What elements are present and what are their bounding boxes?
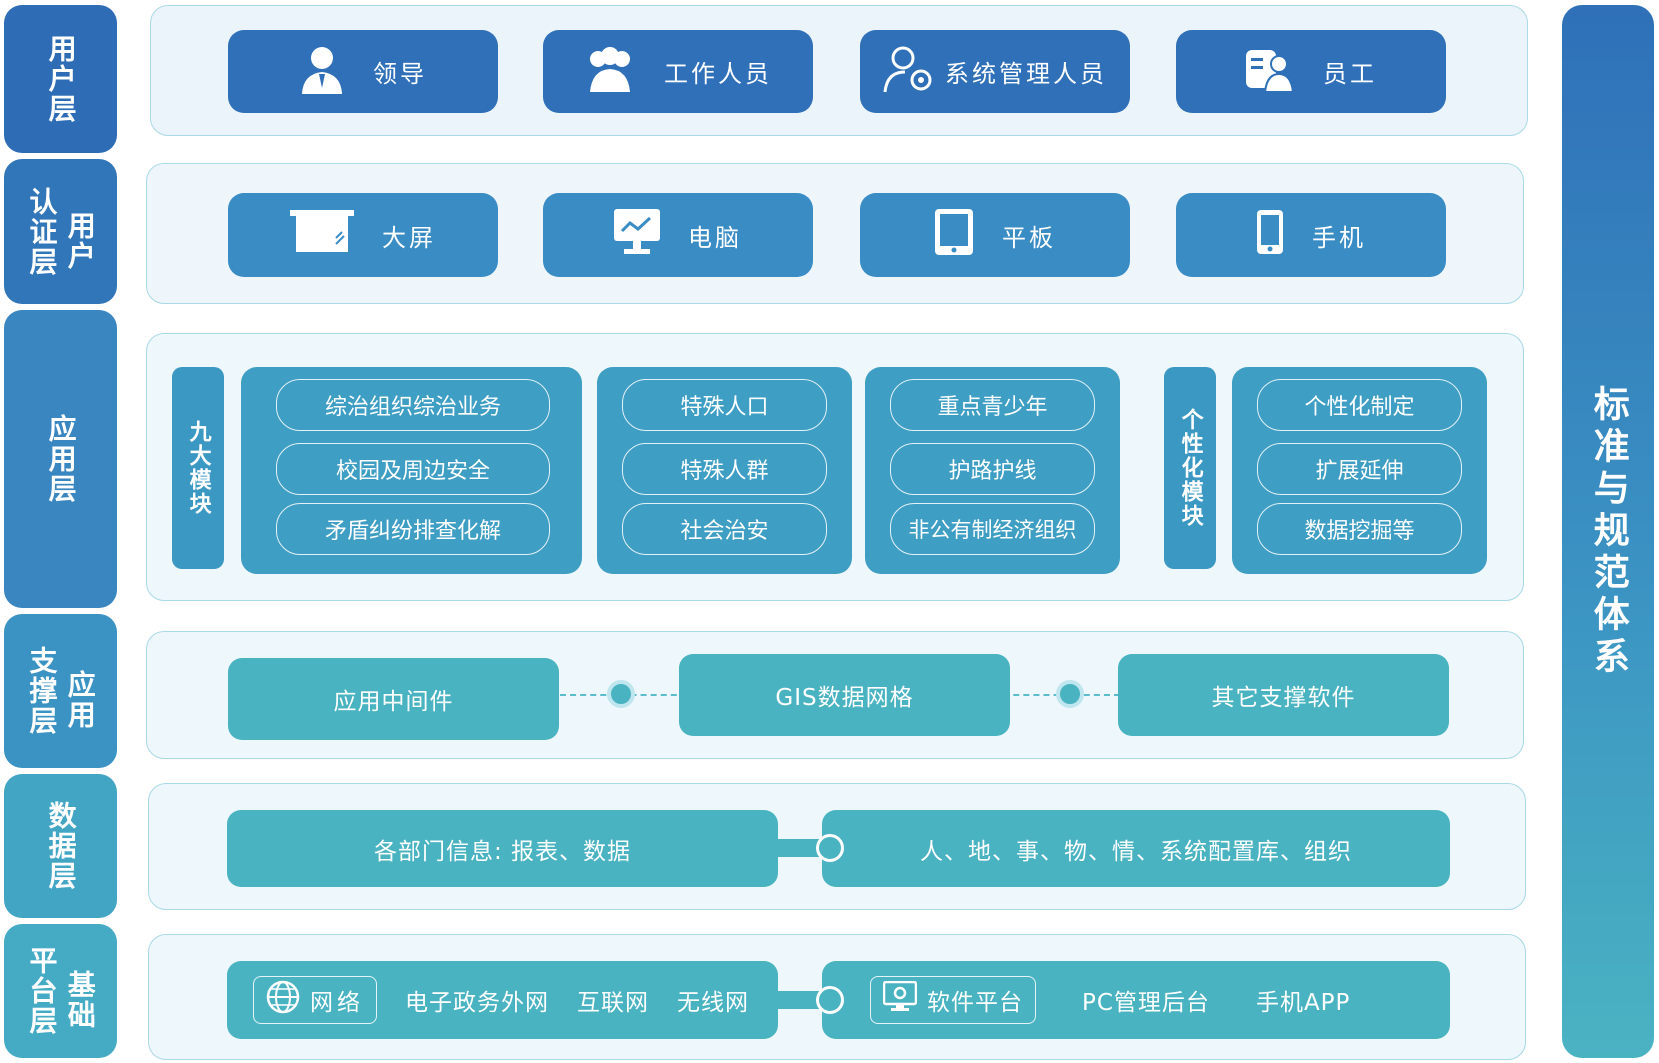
- module-item[interactable]: 社会治安: [622, 503, 827, 555]
- device-button-computer[interactable]: 电脑: [543, 193, 813, 277]
- layer-label-support-col1: 应用: [63, 670, 97, 730]
- module-item[interactable]: 个性化制定: [1257, 379, 1462, 431]
- nine-modules-label: 九大模块: [172, 367, 224, 569]
- leader-icon: [299, 44, 345, 100]
- device-button-tablet-label: 平板: [1002, 223, 1056, 252]
- device-button-big-screen-label: 大屏: [382, 223, 436, 252]
- device-button-phone[interactable]: 手机: [1176, 193, 1446, 277]
- module-item[interactable]: 护路护线: [890, 443, 1095, 495]
- big-screen-icon: [290, 210, 354, 260]
- layer-label-base-col1: 基础: [63, 970, 97, 1030]
- software-label: 软件平台: [927, 990, 1023, 1016]
- user-button-admin-label: 系统管理人员: [945, 60, 1107, 88]
- standards-bar-text: 标准与规范体系: [1587, 384, 1629, 679]
- device-button-computer-label: 电脑: [688, 223, 742, 252]
- module-item[interactable]: 特殊人口: [622, 379, 827, 431]
- device-button-big-screen[interactable]: 大屏: [228, 193, 498, 277]
- software-item[interactable]: 手机APP: [1255, 990, 1351, 1016]
- personal-modules-label-text: 个性化模块: [1177, 408, 1203, 528]
- layer-label-user-text: 用户层: [44, 34, 78, 124]
- data-connector-ring: [816, 834, 844, 862]
- module-item[interactable]: 重点青少年: [890, 379, 1095, 431]
- user-button-employee[interactable]: 员工: [1176, 30, 1446, 113]
- support-item-other[interactable]: 其它支撑软件: [1118, 654, 1449, 736]
- module-item[interactable]: 校园及周边安全: [276, 443, 550, 495]
- network-item[interactable]: 电子政务外网: [405, 990, 549, 1016]
- standards-bar: 标准与规范体系: [1562, 5, 1654, 1058]
- layer-label-user: 用户层: [4, 5, 117, 153]
- layer-label-data: 数据层: [4, 774, 117, 918]
- layer-label-app-text: 应用层: [44, 414, 78, 504]
- software-box[interactable]: 软件平台: [870, 976, 1036, 1024]
- user-button-leader[interactable]: 领导: [228, 30, 498, 113]
- module-item[interactable]: 特殊人群: [622, 443, 827, 495]
- base-network-bar: 网络 电子政务外网 互联网 无线网: [227, 961, 778, 1039]
- user-button-employee-label: 员工: [1323, 60, 1377, 88]
- software-item[interactable]: PC管理后台: [1082, 990, 1210, 1016]
- module-item[interactable]: 矛盾纠纷排查化解: [276, 503, 550, 555]
- globe-icon: [266, 980, 300, 1020]
- module-item[interactable]: 非公有制经济组织: [890, 503, 1095, 555]
- support-item-gis[interactable]: GIS数据网格: [679, 654, 1010, 736]
- support-connector-dot-1: [607, 680, 635, 708]
- base-connector-ring: [816, 986, 844, 1014]
- support-connector-dot-2: [1056, 680, 1084, 708]
- layer-label-data-text: 数据层: [44, 801, 78, 891]
- network-item[interactable]: 互联网: [577, 990, 649, 1016]
- data-connector-bar: [775, 839, 825, 857]
- monitor-gear-icon: [882, 980, 918, 1019]
- staff-group-icon: [584, 46, 636, 98]
- layer-label-auth-col1: 用户: [63, 210, 97, 271]
- module-group-1: 综治组织综治业务 校园及周边安全 矛盾纠纷排查化解: [241, 367, 582, 574]
- network-item[interactable]: 无线网: [677, 990, 749, 1016]
- user-button-admin[interactable]: 系统管理人员: [860, 30, 1130, 113]
- network-box[interactable]: 网络: [253, 976, 377, 1024]
- layer-label-support: 应用 支撑层: [4, 614, 117, 768]
- module-item[interactable]: 综治组织综治业务: [276, 379, 550, 431]
- layer-label-auth-col2: 认证层: [25, 186, 59, 277]
- network-label: 网络: [310, 990, 364, 1016]
- user-button-leader-label: 领导: [373, 60, 427, 88]
- data-item-departments[interactable]: 各部门信息: 报表、数据: [227, 810, 778, 887]
- computer-icon: [614, 209, 660, 261]
- device-button-tablet[interactable]: 平板: [860, 193, 1130, 277]
- phone-icon: [1256, 209, 1284, 261]
- nine-modules-label-text: 九大模块: [185, 420, 211, 516]
- employee-badge-icon: [1245, 46, 1295, 98]
- module-item[interactable]: 数据挖掘等: [1257, 503, 1462, 555]
- module-item[interactable]: 扩展延伸: [1257, 443, 1462, 495]
- layer-label-base: 基础 平台层: [4, 924, 117, 1058]
- base-software-bar: 软件平台 PC管理后台 手机APP: [822, 961, 1450, 1039]
- layer-label-app: 应用层: [4, 310, 117, 608]
- base-connector-bar: [775, 991, 825, 1009]
- tablet-icon: [934, 208, 974, 262]
- layer-label-support-col2: 支撑层: [25, 646, 59, 736]
- user-button-staff[interactable]: 工作人员: [543, 30, 813, 113]
- admin-gear-icon: [883, 44, 935, 100]
- data-item-entities[interactable]: 人、地、事、物、情、系统配置库、组织: [822, 810, 1450, 887]
- layer-label-auth: 用户 认证层: [4, 159, 117, 304]
- layer-label-base-col2: 平台层: [25, 946, 59, 1036]
- module-group-3: 重点青少年 护路护线 非公有制经济组织: [865, 367, 1120, 574]
- module-group-2: 特殊人口 特殊人群 社会治安: [597, 367, 852, 574]
- personal-modules-label: 个性化模块: [1164, 367, 1216, 569]
- device-button-phone-label: 手机: [1312, 223, 1366, 252]
- support-item-middleware[interactable]: 应用中间件: [228, 658, 559, 740]
- module-group-4: 个性化制定 扩展延伸 数据挖掘等: [1232, 367, 1487, 574]
- user-button-staff-label: 工作人员: [664, 60, 772, 88]
